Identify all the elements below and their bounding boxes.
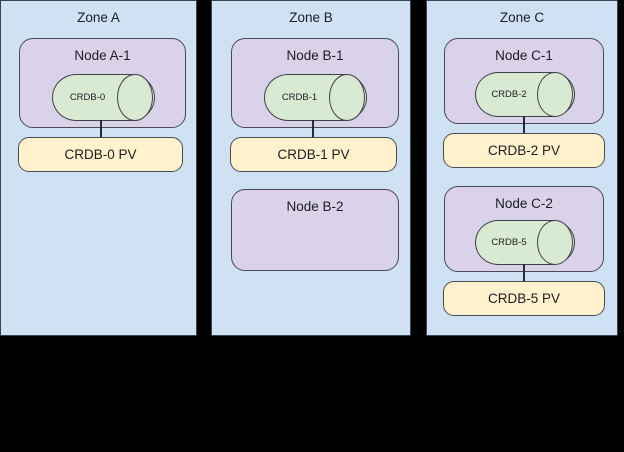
zone-b-title: Zone B bbox=[289, 10, 333, 25]
node-b-1-box: Node B-1 CRDB-1 bbox=[231, 38, 399, 128]
crdb-5-cylinder-cap bbox=[537, 219, 573, 266]
crdb-5-pv-box: CRDB-5 PV bbox=[443, 281, 605, 316]
zone-a-container: Zone A Node A-1 CRDB-0 CRDB-0 PV bbox=[0, 0, 197, 336]
crdb-2-pv-box: CRDB-2 PV bbox=[443, 133, 605, 168]
crdb-0-label: CRDB-0 bbox=[69, 91, 106, 103]
crdb-5-cylinder: CRDB-5 bbox=[475, 219, 575, 266]
crdb-1-pv-box: CRDB-1 PV bbox=[230, 137, 397, 172]
crdb-2-cylinder-cap bbox=[537, 71, 573, 118]
crdb-0-pv-label: CRDB-0 PV bbox=[64, 146, 137, 162]
crdb-5-pv-label: CRDB-5 PV bbox=[487, 290, 560, 306]
zone-c-title: Zone C bbox=[499, 10, 545, 25]
node-c-2-box: Node C-2 CRDB-5 bbox=[444, 186, 604, 272]
crdb-2-label: CRDB-2 bbox=[491, 88, 527, 100]
node-c-2-title: Node C-2 bbox=[495, 196, 553, 211]
crdb-0-pv-box: CRDB-0 PV bbox=[18, 137, 183, 172]
node-a-1-title: Node A-1 bbox=[74, 48, 131, 63]
connector-crdb-5-to-pv bbox=[523, 264, 525, 282]
crdb-0-cylinder-cap bbox=[117, 73, 153, 122]
crdb-0-cylinder: CRDB-0 bbox=[52, 73, 155, 122]
node-b-2-title: Node B-2 bbox=[286, 199, 344, 214]
node-c-1-box: Node C-1 CRDB-2 bbox=[444, 38, 604, 124]
connector-crdb-0-to-pv bbox=[100, 120, 102, 138]
crdb-1-label: CRDB-1 bbox=[281, 91, 318, 103]
crdb-2-pv-label: CRDB-2 PV bbox=[487, 142, 560, 158]
crdb-1-cylinder-cap bbox=[329, 73, 365, 122]
zone-a-title: Zone A bbox=[77, 10, 120, 25]
connector-crdb-2-to-pv bbox=[523, 116, 525, 134]
crdb-1-pv-label: CRDB-1 PV bbox=[277, 146, 350, 162]
crdb-5-label: CRDB-5 bbox=[491, 236, 527, 248]
node-b-2-box: Node B-2 bbox=[231, 189, 399, 271]
crdb-2-cylinder: CRDB-2 bbox=[475, 71, 575, 118]
zone-c-container: Zone C Node C-1 CRDB-2 CRDB-2 PV Node C-… bbox=[426, 0, 618, 336]
node-a-1-box: Node A-1 CRDB-0 bbox=[19, 38, 186, 128]
connector-crdb-1-to-pv bbox=[312, 120, 314, 138]
node-c-1-title: Node C-1 bbox=[495, 48, 553, 63]
crdb-1-cylinder: CRDB-1 bbox=[264, 73, 367, 122]
zone-b-container: Zone B Node B-1 CRDB-1 CRDB-1 PV Node B-… bbox=[211, 0, 411, 336]
node-b-1-title: Node B-1 bbox=[286, 48, 344, 63]
